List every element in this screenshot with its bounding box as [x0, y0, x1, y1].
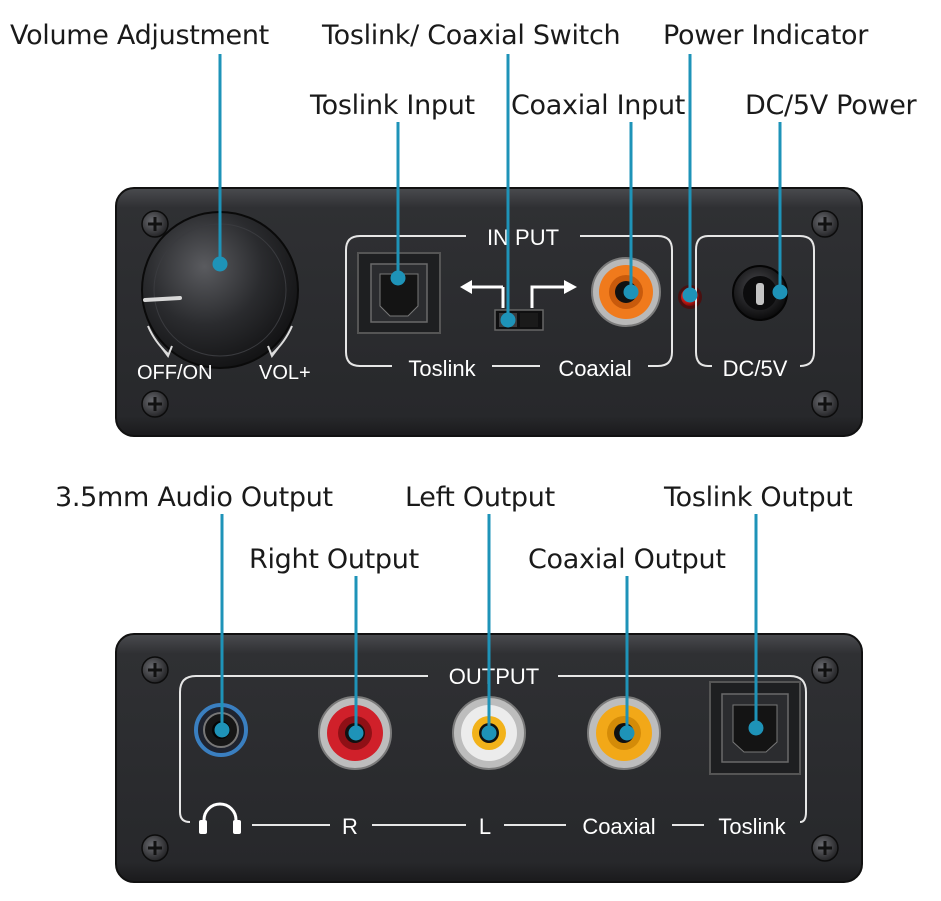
callout-volume-adjustment: Volume Adjustment — [10, 20, 269, 51]
screw-icon — [811, 834, 839, 862]
dc-5v-label: DC/5V — [723, 356, 788, 381]
callout-toslink-input: Toslink Input — [310, 90, 475, 121]
coaxial-output-label: Coaxial — [582, 814, 655, 839]
callout-left-output: Left Output — [405, 482, 555, 513]
coaxial-input-label: Coaxial — [558, 356, 631, 381]
screw-icon — [811, 656, 839, 684]
screw-icon — [141, 390, 169, 418]
toslink-input-label: Toslink — [408, 356, 476, 381]
off-on-label: OFF/ON — [137, 362, 213, 384]
screw-icon — [141, 210, 169, 238]
screw-icon — [811, 210, 839, 238]
screw-icon — [811, 390, 839, 418]
toslink-output-label: Toslink — [718, 814, 786, 839]
callout-35mm-audio-output: 3.5mm Audio Output — [55, 482, 333, 513]
headphones-icon — [199, 802, 241, 834]
l-label: L — [479, 814, 491, 839]
switch-arrow-right-icon — [530, 280, 577, 308]
callout-power-indicator: Power Indicator — [663, 20, 869, 51]
vol-label: VOL+ — [259, 362, 311, 384]
leader-lines — [212, 54, 788, 741]
callout-dc-5v-power: DC/5V Power — [745, 90, 917, 121]
screw-icon — [141, 834, 169, 862]
r-label: R — [342, 814, 358, 839]
callout-toslink-coaxial-switch: Toslink/ Coaxial Switch — [322, 20, 621, 51]
callout-coaxial-input: Coaxial Input — [511, 90, 686, 121]
callout-right-output: Right Output — [249, 544, 419, 575]
screw-icon — [141, 656, 169, 684]
input-heading: IN PUT — [487, 225, 559, 250]
front-panel: OFF/ON VOL+ IN PUT Toslink Coaxial — [115, 187, 863, 437]
output-heading: OUTPUT — [449, 664, 539, 689]
callout-toslink-output: Toslink Output — [664, 482, 853, 513]
toslink-input-port[interactable] — [357, 252, 441, 334]
switch-arrow-left-icon — [460, 280, 505, 308]
callout-coaxial-output: Coaxial Output — [528, 544, 726, 575]
